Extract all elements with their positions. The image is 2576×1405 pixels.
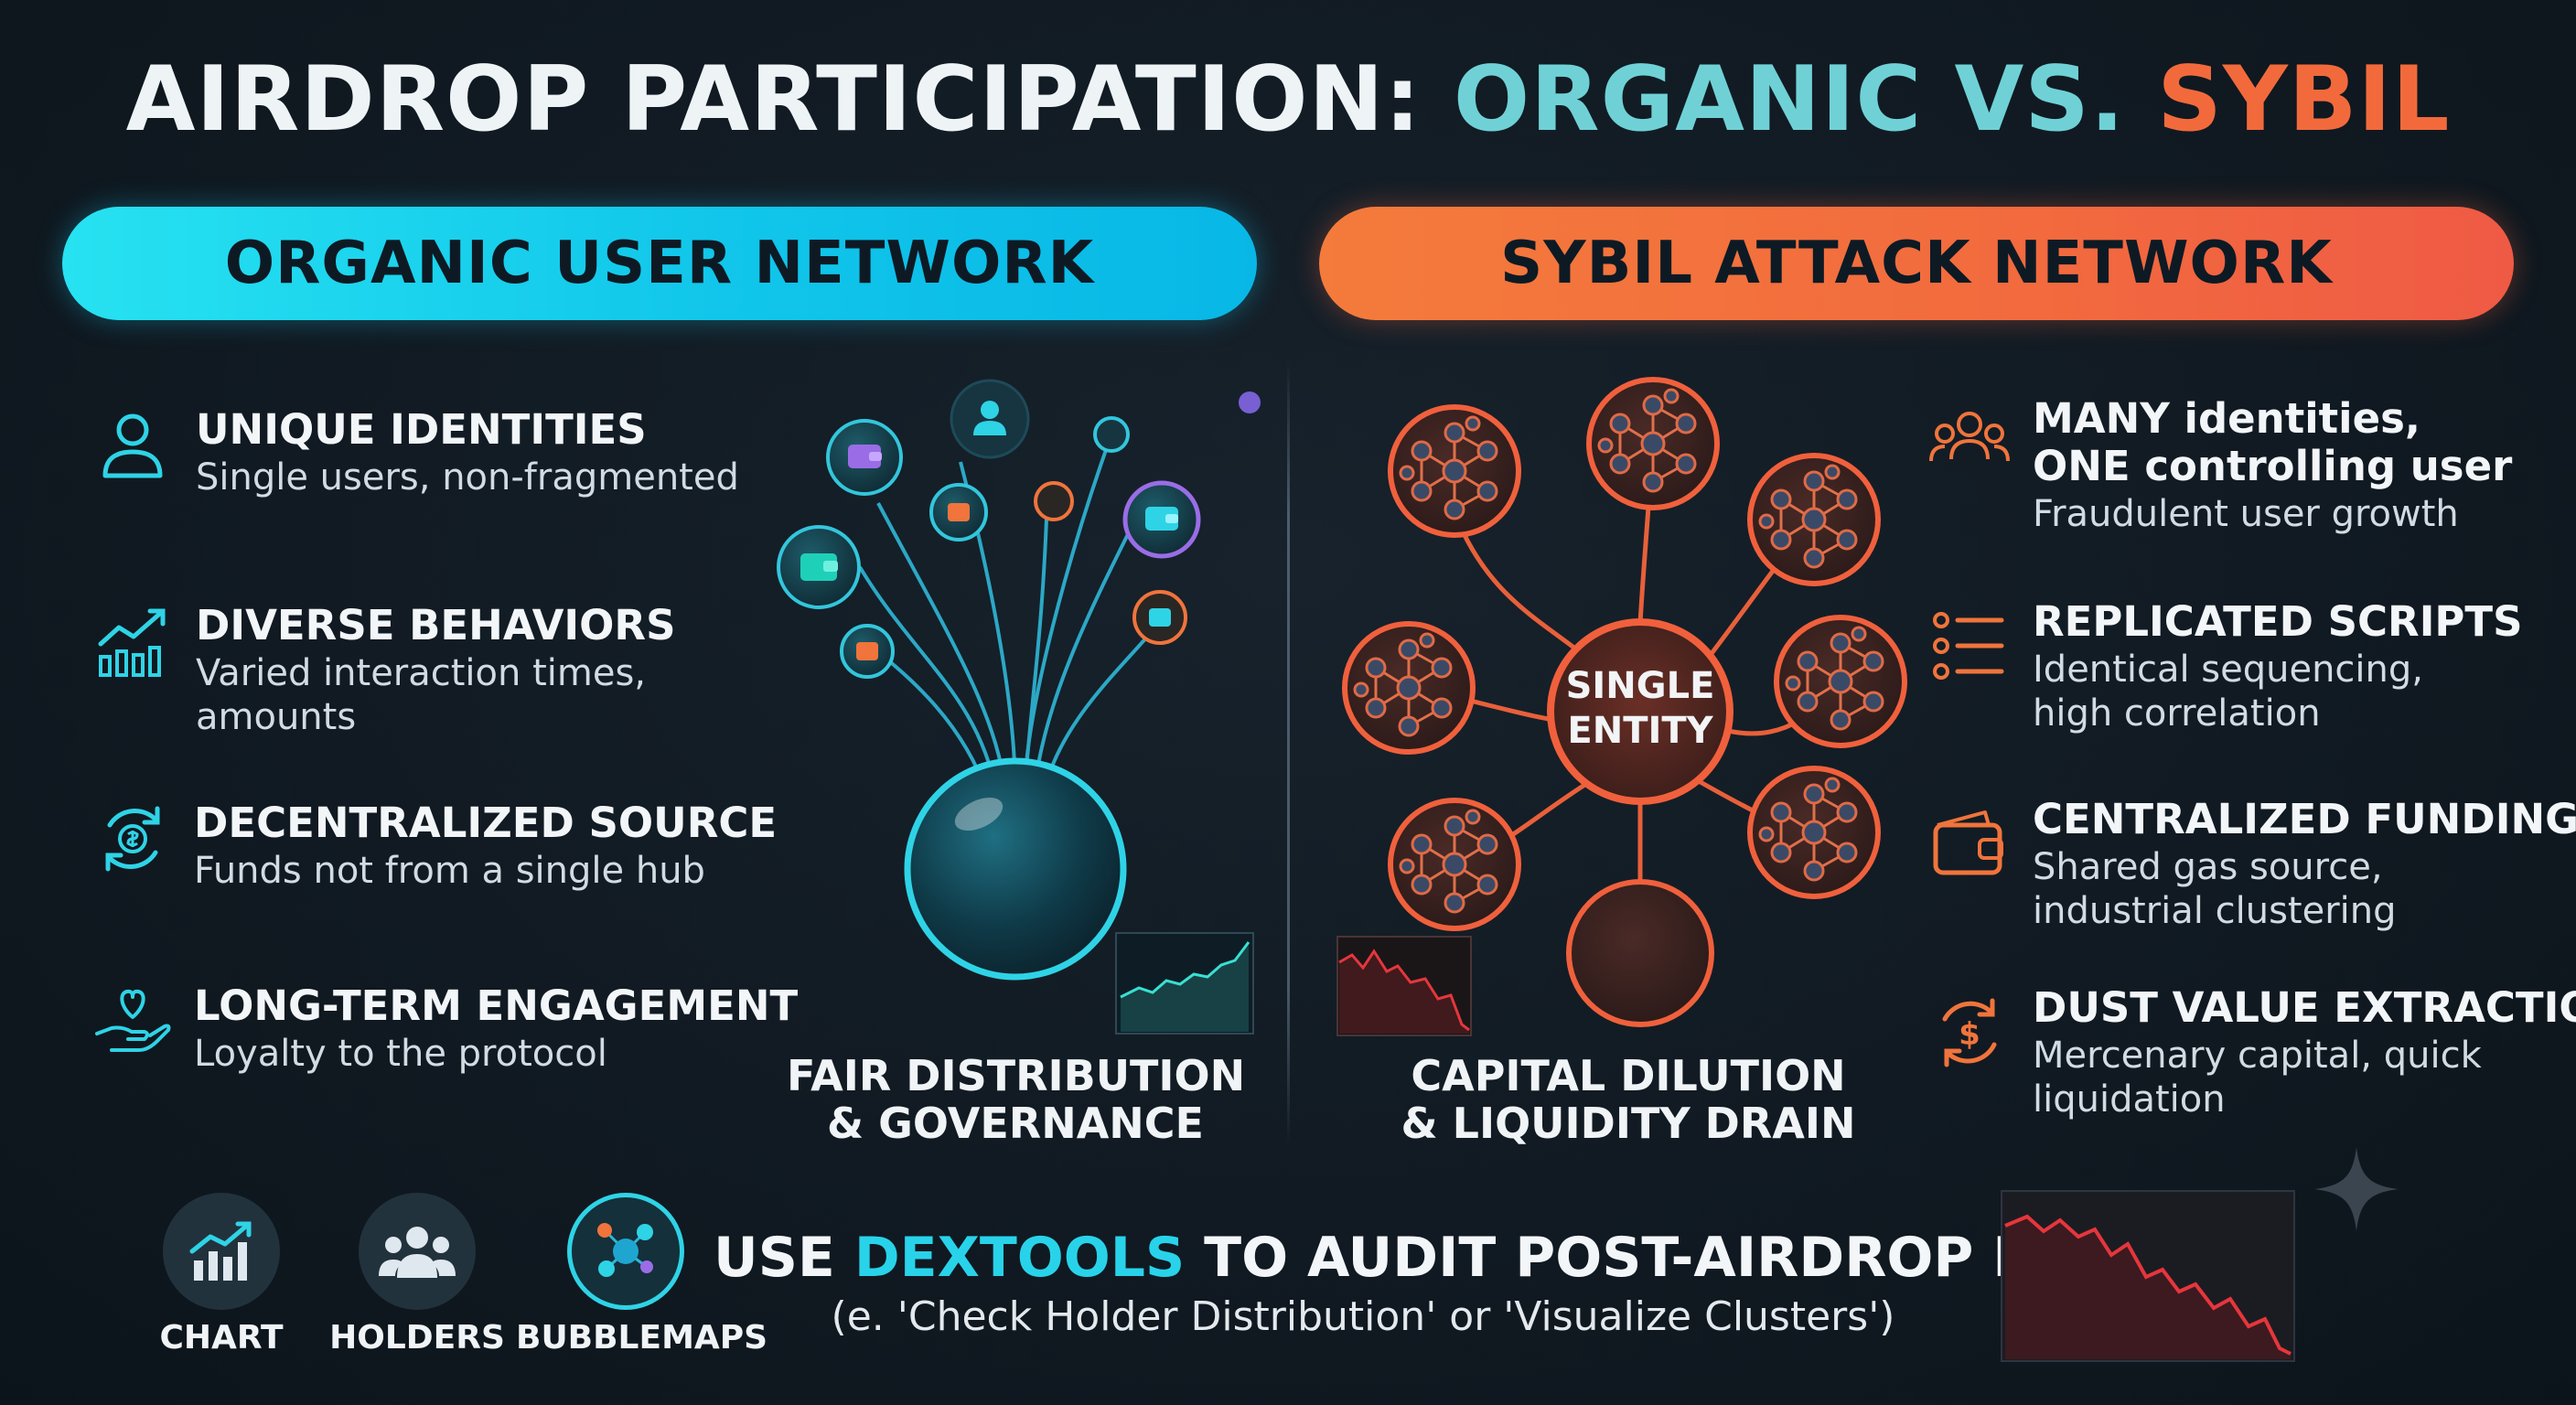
feature-title: CENTRALIZED FUNDING bbox=[2033, 795, 2576, 843]
title-part-sybil: SYBIL bbox=[2157, 48, 2451, 152]
feature-title: LONG-TERM ENGAGEMENT bbox=[194, 981, 799, 1030]
feature-description: Identical sequencing,high correlation bbox=[2033, 649, 2423, 735]
feature-title: MANY identities,ONE controlling user bbox=[2033, 394, 2513, 490]
dextools-link[interactable]: DEXTOOLS bbox=[853, 1226, 1186, 1290]
sybil-header-label: SYBIL ATTACK NETWORK bbox=[1500, 230, 2333, 297]
tool-label: CHART bbox=[159, 1319, 284, 1357]
heart-hand-icon bbox=[95, 989, 171, 1052]
sybil-cluster-node bbox=[1750, 456, 1878, 584]
sybil-falling-chart bbox=[1336, 936, 1472, 1036]
feature-title: DUST VALUE EXTRACTION bbox=[2033, 983, 2576, 1032]
feature-title: REPLICATED SCRIPTS bbox=[2033, 597, 2523, 646]
title-part-organic: ORGANIC VS. bbox=[1453, 48, 2158, 152]
organic-header-label: ORGANIC USER NETWORK bbox=[224, 230, 1095, 297]
organic-pool-sphere bbox=[904, 757, 1127, 981]
tool-holders[interactable]: HOLDERS bbox=[329, 1193, 505, 1357]
list-icon bbox=[1933, 612, 2004, 680]
sybil-network-header: SYBIL ATTACK NETWORK bbox=[1319, 207, 2514, 320]
organic-diagram-label: FAIR DISTRIBUTION& GOVERNANCE bbox=[787, 1051, 1246, 1148]
tool-label: BUBBLEMAPS bbox=[516, 1319, 768, 1357]
sybil-cluster-node bbox=[1750, 768, 1878, 896]
risk-decline-chart bbox=[2001, 1190, 2295, 1362]
sybil-cluster-node bbox=[1345, 624, 1473, 752]
title-part-1: AIRDROP PARTICIPATION: bbox=[125, 48, 1454, 152]
feature-title: DECENTRALIZED SOURCE bbox=[194, 799, 778, 847]
organic-rising-chart bbox=[1115, 932, 1254, 1035]
feature-title: DIVERSE BEHAVIORS bbox=[196, 601, 676, 649]
tool-chart[interactable]: CHART bbox=[159, 1193, 284, 1357]
hub-label-line-2: ENTITY bbox=[1567, 710, 1713, 752]
dollar-cycle-icon: $ bbox=[1942, 998, 1997, 1067]
feature-description: Loyalty to the protocol bbox=[194, 1033, 607, 1075]
wallet-icon bbox=[1933, 810, 2003, 875]
cta-subtext: (e. 'Check Holder Distribution' or 'Visu… bbox=[831, 1293, 1895, 1340]
sybil-cluster-node bbox=[1776, 617, 1905, 745]
cta-heading: USE DEXTOOLS TO AUDIT POST-AIRDROP RISK bbox=[714, 1226, 2138, 1290]
sybil-network-diagram: SINGLE ENTITY bbox=[1317, 357, 1958, 1027]
center-divider bbox=[1287, 359, 1290, 1145]
sybil-diagram-label: CAPITAL DILUTION& LIQUIDITY DRAIN bbox=[1401, 1051, 1856, 1148]
hub-label-line-1: SINGLE bbox=[1566, 665, 1715, 707]
page-title: AIRDROP PARTICIPATION: ORGANIC VS. SYBIL bbox=[0, 48, 2576, 152]
feature-description: Fraudulent user growth bbox=[2033, 493, 2459, 535]
sybil-cluster-node bbox=[1390, 800, 1519, 928]
feature-description: Shared gas source,industrial clustering bbox=[2033, 846, 2397, 932]
sybil-cluster-node bbox=[1589, 380, 1717, 508]
feature-description: Funds not from a single hub bbox=[194, 850, 705, 892]
svg-text:$: $ bbox=[1959, 1016, 1980, 1053]
sparkle-icon bbox=[2314, 1147, 2399, 1231]
chart-icon bbox=[163, 1193, 280, 1310]
organic-bubble-nodes bbox=[777, 379, 1261, 679]
tool-bubblemaps[interactable]: BUBBLEMAPS bbox=[516, 1193, 767, 1357]
organic-network-diagram bbox=[777, 379, 1261, 1035]
bar-chart-trend-icon bbox=[98, 608, 166, 677]
organic-stream-lines bbox=[858, 434, 1168, 797]
decentralized-cycle-icon bbox=[105, 806, 160, 872]
user-group-icon bbox=[1929, 412, 2010, 462]
user-icon bbox=[102, 413, 163, 478]
sybil-hub-node bbox=[1547, 618, 1733, 805]
bubblemaps-icon bbox=[567, 1193, 684, 1310]
tool-label: HOLDERS bbox=[329, 1319, 505, 1357]
feature-title: UNIQUE IDENTITIES bbox=[196, 405, 647, 454]
holders-icon bbox=[359, 1193, 476, 1310]
sybil-cluster-node bbox=[1390, 407, 1519, 535]
feature-description: Varied interaction times,amounts bbox=[196, 652, 647, 738]
sybil-drain-sphere bbox=[1566, 879, 1714, 1027]
organic-network-header: ORGANIC USER NETWORK bbox=[62, 207, 1257, 320]
feature-description: Single users, non-fragmented bbox=[196, 456, 739, 499]
